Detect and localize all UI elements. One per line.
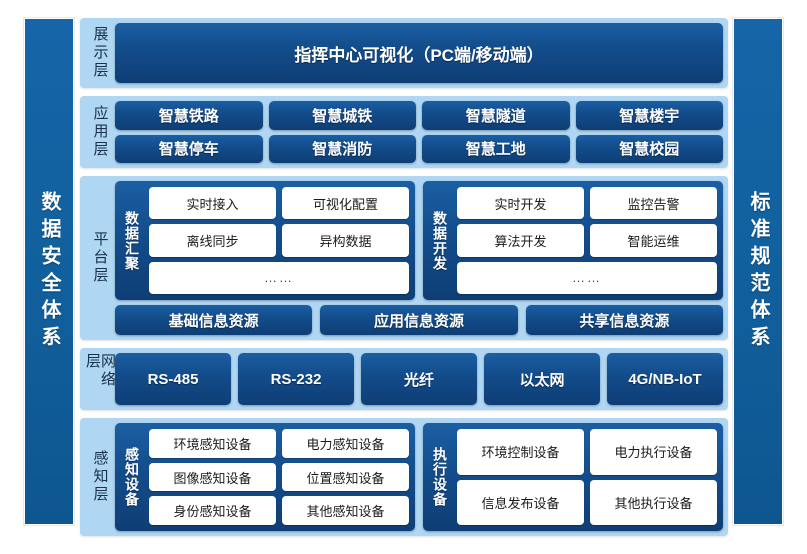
platform-chip-visual-config[interactable]: 可视化配置 [282,187,409,220]
platform-development-row-3: …… [457,261,717,294]
layer-platform-body: 数据汇聚 实时接入 可视化配置 离线同步 异构数据 …… [115,181,723,335]
sensing-actuator-row-1: 环境控制设备 电力执行设备 [457,429,717,475]
platform-chip-realtime-ingest[interactable]: 实时接入 [149,187,276,220]
platform-aggregation-row-3: …… [149,261,409,294]
left-pillar-data-security: 数据安全体系 [24,18,74,525]
sensing-chip-identity-sensor[interactable]: 身份感知设备 [149,496,276,526]
application-row-2: 智慧停车 智慧消防 智慧工地 智慧校园 [115,134,723,163]
network-item-4g-nbiot[interactable]: 4G/NB-IoT [607,353,723,405]
platform-resource-row: 基础信息资源 应用信息资源 共享信息资源 [115,305,723,335]
right-pillar-label: 标准规范体系 [747,190,769,353]
layer-sensing-label-wrap: 感知层 [85,423,115,531]
layer-display-label-wrap: 展示层 [85,23,115,83]
app-item-smart-railway[interactable]: 智慧铁路 [115,101,263,130]
platform-aggregation-row-1: 实时接入 可视化配置 [149,187,409,220]
layer-application-label: 应用层 [91,105,109,159]
sensing-groups: 感知设备 环境感知设备 电力感知设备 图像感知设备 位置感知设备 身份感知设备 [115,423,723,531]
platform-group-development-label: 数据开发 [432,210,448,271]
layer-network-label: 网络层 [84,353,116,389]
sensing-chip-environment-control[interactable]: 环境控制设备 [457,429,584,475]
sensing-chip-environment-sensor[interactable]: 环境感知设备 [149,429,276,458]
layer-platform: 平台层 数据汇聚 实时接入 可视化配置 离线同步 [80,176,728,340]
app-item-smart-campus[interactable]: 智慧校园 [575,134,723,163]
app-item-smart-building[interactable]: 智慧楼宇 [575,101,723,130]
layer-display: 展示层 指挥中心可视化（PC端/移动端） [80,18,728,88]
platform-group-aggregation-label-wrap: 数据汇聚 [121,187,143,294]
app-item-smart-tunnel[interactable]: 智慧隧道 [422,101,570,130]
sensing-group-actuator-label: 执行设备 [432,447,448,507]
sensing-chip-other-actuator[interactable]: 其他执行设备 [590,479,717,525]
sensing-group-sensor-label: 感知设备 [124,447,140,507]
sensing-chip-info-publish[interactable]: 信息发布设备 [457,479,584,525]
platform-development-row-1: 实时开发 监控告警 [457,187,717,220]
platform-group-aggregation-label: 数据汇聚 [124,210,140,271]
layer-display-label: 展示层 [91,26,109,80]
platform-resource-application-info[interactable]: 应用信息资源 [320,305,518,335]
layer-application-label-wrap: 应用层 [85,101,115,163]
platform-development-row-2: 算法开发 智能运维 [457,224,717,257]
platform-chip-heterogeneous-data[interactable]: 异构数据 [282,224,409,257]
platform-group-data-aggregation: 数据汇聚 实时接入 可视化配置 离线同步 异构数据 …… [115,181,415,300]
platform-resource-basic-info[interactable]: 基础信息资源 [115,305,313,335]
application-row-1: 智慧铁路 智慧城铁 智慧隧道 智慧楼宇 [115,101,723,130]
layer-sensing: 感知层 感知设备 环境感知设备 电力感知设备 图像感知设备 [80,418,728,536]
sensing-chip-image-sensor[interactable]: 图像感知设备 [149,462,276,492]
sensing-sensor-row-3: 身份感知设备 其他感知设备 [149,496,409,526]
platform-chip-monitoring-alarm[interactable]: 监控告警 [590,187,717,220]
network-item-ethernet[interactable]: 以太网 [484,353,600,405]
app-item-smart-parking[interactable]: 智慧停车 [115,134,263,163]
layer-display-body: 指挥中心可视化（PC端/移动端） [115,23,723,83]
network-item-optical-fiber[interactable]: 光纤 [361,353,477,405]
sensing-group-actuator-label-wrap: 执行设备 [429,429,451,525]
sensing-group-sensor-label-wrap: 感知设备 [121,429,143,525]
network-item-rs485[interactable]: RS-485 [115,353,231,405]
platform-aggregation-grid: 实时接入 可视化配置 离线同步 异构数据 …… [149,187,409,294]
right-pillar-standards: 标准规范体系 [733,18,783,525]
network-items-row: RS-485 RS-232 光纤 以太网 4G/NB-IoT [115,353,723,405]
sensing-chip-power-sensor[interactable]: 电力感知设备 [282,429,409,458]
platform-group-data-development: 数据开发 实时开发 监控告警 算法开发 智能运维 …… [423,181,723,300]
platform-chip-algorithm-development[interactable]: 算法开发 [457,224,584,257]
app-item-smart-firefighting[interactable]: 智慧消防 [268,134,416,163]
display-banner-command-center[interactable]: 指挥中心可视化（PC端/移动端） [115,23,723,83]
platform-chip-intelligent-ops[interactable]: 智能运维 [590,224,717,257]
platform-development-grid: 实时开发 监控告警 算法开发 智能运维 …… [457,187,717,294]
sensing-chip-power-actuator[interactable]: 电力执行设备 [590,429,717,475]
layer-platform-label-wrap: 平台层 [85,181,115,335]
layer-application: 应用层 智慧铁路 智慧城铁 智慧隧道 智慧楼宇 智慧停车 智慧消防 智慧工地 智… [80,96,728,168]
left-pillar-label: 数据安全体系 [38,190,60,353]
layer-platform-label: 平台层 [91,231,109,285]
layer-network: 网络层 RS-485 RS-232 光纤 以太网 4G/NB-IoT [80,348,728,410]
platform-groups: 数据汇聚 实时接入 可视化配置 离线同步 异构数据 …… [115,181,723,300]
sensing-chip-other-sensor[interactable]: 其他感知设备 [282,496,409,526]
sensing-sensor-row-1: 环境感知设备 电力感知设备 [149,429,409,458]
sensing-group-actuator-devices: 执行设备 环境控制设备 电力执行设备 信息发布设备 其他执行设备 [423,423,723,531]
app-item-smart-construction-site[interactable]: 智慧工地 [422,134,570,163]
sensing-group-sensor-devices: 感知设备 环境感知设备 电力感知设备 图像感知设备 位置感知设备 身份感知设备 [115,423,415,531]
platform-chip-development-ellipsis[interactable]: …… [457,261,717,294]
layer-network-body: RS-485 RS-232 光纤 以太网 4G/NB-IoT [115,353,723,405]
layer-application-body: 智慧铁路 智慧城铁 智慧隧道 智慧楼宇 智慧停车 智慧消防 智慧工地 智慧校园 [115,101,723,163]
platform-resource-shared-info[interactable]: 共享信息资源 [525,305,723,335]
platform-chip-aggregation-ellipsis[interactable]: …… [149,261,409,294]
app-item-smart-urban-rail[interactable]: 智慧城铁 [268,101,416,130]
sensing-actuator-grid: 环境控制设备 电力执行设备 信息发布设备 其他执行设备 [457,429,717,525]
sensing-sensor-row-2: 图像感知设备 位置感知设备 [149,462,409,492]
network-item-rs232[interactable]: RS-232 [238,353,354,405]
platform-chip-offline-sync[interactable]: 离线同步 [149,224,276,257]
platform-chip-realtime-development[interactable]: 实时开发 [457,187,584,220]
sensing-chip-location-sensor[interactable]: 位置感知设备 [282,462,409,492]
layer-sensing-body: 感知设备 环境感知设备 电力感知设备 图像感知设备 位置感知设备 身份感知设备 [115,423,723,531]
sensing-actuator-row-2: 信息发布设备 其他执行设备 [457,479,717,525]
layer-sensing-label: 感知层 [91,450,109,504]
layer-network-label-wrap: 网络层 [84,353,116,405]
sensing-sensor-grid: 环境感知设备 电力感知设备 图像感知设备 位置感知设备 身份感知设备 其他感知设… [149,429,409,526]
platform-aggregation-row-2: 离线同步 异构数据 [149,224,409,257]
platform-group-development-label-wrap: 数据开发 [429,187,451,294]
